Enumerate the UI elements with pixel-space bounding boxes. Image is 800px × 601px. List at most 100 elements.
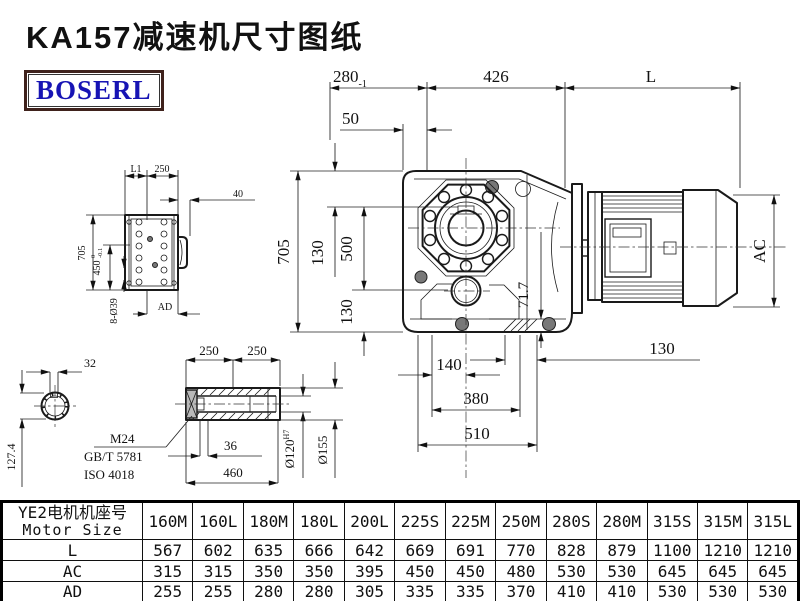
table-cell: 480 — [495, 560, 547, 582]
table-cell: 350 — [242, 560, 295, 582]
hs-dim-36: 36 — [224, 438, 238, 453]
table-cell: 879 — [596, 539, 648, 561]
hs-dim-bore: Ø120H7 — [282, 430, 297, 469]
table-cell: 255 — [141, 581, 194, 601]
col-header: 200L — [343, 501, 396, 540]
header-cn: YE2电机机座号 — [18, 502, 127, 522]
header-en: Motor Size — [22, 520, 123, 539]
side-view: L1 250 40 705 450 0 -0.1 8-Ø39 AD — [77, 164, 255, 324]
label-m24: M24 — [110, 431, 135, 446]
fan-cowl — [682, 189, 738, 307]
hollow-shaft-view: 250 250 36 460 Ø120H7 Ø155 M24 GB/T 578 — [84, 343, 343, 486]
shaft-section-view: 32 127.4 — [4, 356, 96, 487]
dim-130-bottom: 130 — [337, 299, 356, 325]
col-header: 225S — [394, 501, 446, 540]
label-iso: ISO 4018 — [84, 467, 134, 482]
col-header: 280S — [545, 501, 598, 540]
row-label: L — [1, 539, 143, 561]
hs-dim-od: Ø155 — [315, 436, 330, 465]
sv-dim-40: 40 — [233, 189, 243, 200]
motor-view — [560, 183, 788, 314]
col-header: 225M — [444, 501, 497, 540]
table-cell: 1210 — [696, 539, 749, 561]
hs-dim-460: 460 — [223, 465, 243, 480]
ss-dim-32: 32 — [84, 356, 96, 370]
side-bolt-holes — [126, 218, 177, 286]
table-cell: 315 — [192, 560, 244, 582]
col-header: 180M — [242, 501, 295, 540]
table-cell: 635 — [242, 539, 295, 561]
label-gbt: GB/T 5781 — [84, 449, 143, 464]
page-title: KA157减速机尺寸图纸 — [26, 20, 364, 55]
sv-dim-AD: AD — [158, 302, 172, 313]
motor-fins — [602, 195, 683, 299]
hs-dim-250-left: 250 — [199, 343, 219, 358]
table-cell: 335 — [444, 581, 497, 601]
table-cell: 395 — [343, 560, 396, 582]
top-dimensions: 280-1 426 L 50 — [329, 67, 741, 188]
row-label: AD — [1, 581, 143, 601]
table-cell: 602 — [192, 539, 244, 561]
table-cell: 410 — [545, 581, 598, 601]
table-cell: 691 — [444, 539, 497, 561]
row-label: AC — [1, 560, 143, 582]
table-cell: 669 — [394, 539, 446, 561]
table-cell: 410 — [596, 581, 648, 601]
dim-AC: AC — [750, 239, 769, 263]
brand-logo-text: BOSERL — [28, 74, 160, 107]
col-header: 280M — [596, 501, 648, 540]
table-cell: 530 — [596, 560, 648, 582]
dim-510: 510 — [464, 424, 490, 443]
table-cell: 280 — [293, 581, 345, 601]
table-header-motor-size: YE2电机机座号 Motor Size — [1, 501, 143, 540]
dim-50: 50 — [342, 109, 359, 128]
technical-drawing: 280-1 426 L 50 705 130 500 130 — [4, 67, 788, 487]
sv-dim-450-group: 450 0 -0.1 — [90, 248, 104, 276]
left-dimensions: 705 130 500 130 — [274, 143, 458, 356]
table-cell: 450 — [444, 560, 497, 582]
col-header: 315S — [646, 501, 698, 540]
flange-bolt-holes — [423, 183, 509, 273]
front-view — [402, 158, 573, 478]
sv-dim-705: 705 — [77, 246, 88, 261]
motor-dimensions: AC — [733, 194, 780, 308]
sv-dim-450-tol-lo: -0.1 — [97, 248, 104, 258]
table-cell: 642 — [343, 539, 396, 561]
dim-130-right: 130 — [649, 339, 675, 358]
col-header: 315M — [696, 501, 749, 540]
bottom-dimensions: 140 130 380 510 71.7 — [398, 232, 700, 452]
terminal-box — [604, 218, 652, 278]
sv-dim-450: 450 — [92, 261, 103, 276]
table-cell: 530 — [646, 581, 698, 601]
table-row-AD: AD 255 255 280 280 305 335 335 370 410 4… — [1, 581, 799, 601]
col-header: 180L — [293, 501, 345, 540]
dim-motor-length: L — [646, 67, 656, 86]
table-cell: 530 — [747, 581, 799, 601]
ss-dim-127-4: 127.4 — [4, 444, 18, 471]
col-header: 160L — [192, 501, 244, 540]
table-cell: 666 — [293, 539, 345, 561]
brand-logo: BOSERL — [24, 70, 164, 111]
table-cell: 305 — [343, 581, 396, 601]
table-cell: 255 — [192, 581, 244, 601]
sv-dim-250: 250 — [155, 164, 170, 175]
table-cell: 280 — [242, 581, 295, 601]
table-cell: 530 — [696, 581, 749, 601]
table-cell: 645 — [696, 560, 749, 582]
col-header: 315L — [747, 501, 799, 540]
table-row-AC: AC 315 315 350 350 395 450 450 480 530 5… — [1, 560, 799, 582]
hs-dim-250-right: 250 — [247, 343, 267, 358]
table-cell: 350 — [293, 560, 345, 582]
dim-130-top: 130 — [308, 240, 327, 266]
table-cell: 315 — [141, 560, 194, 582]
table-cell: 1100 — [646, 539, 698, 561]
section-hatch — [503, 318, 538, 332]
table-header-row: YE2电机机座号 Motor Size 160M 160L 180M 180L … — [1, 501, 799, 540]
dim-426: 426 — [483, 67, 509, 86]
table-cell: 645 — [646, 560, 698, 582]
sv-dim-8-d39: 8-Ø39 — [109, 298, 120, 324]
dim-380: 380 — [463, 389, 489, 408]
dim-705: 705 — [274, 239, 293, 265]
dim-280-tol: -1 — [359, 79, 367, 90]
